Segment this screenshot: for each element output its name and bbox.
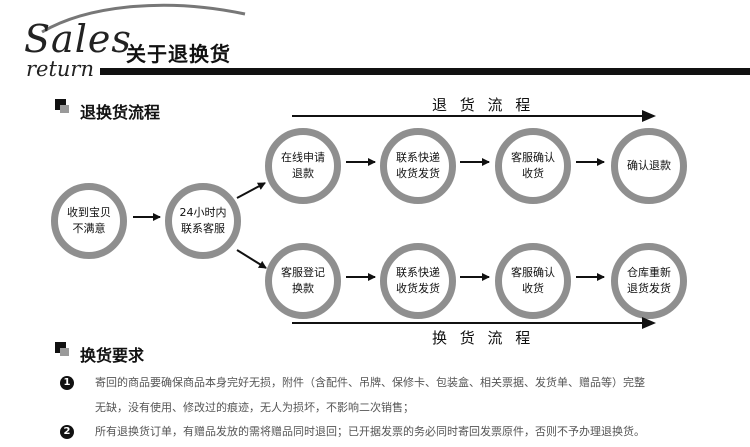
brand-sales-logo: Sales [24, 17, 132, 61]
requirement-number-badge: 2 [60, 425, 74, 439]
requirement-number-badge: 1 [60, 376, 74, 390]
node-line: 客服确认 [511, 151, 555, 164]
return-flow-line [292, 115, 644, 117]
node-line: 不满意 [72, 222, 106, 235]
brand-swoosh [41, 3, 246, 34]
node-line: 收到宝贝 [67, 206, 111, 219]
section-marker-icon [55, 99, 69, 113]
node-received-unsatisfied: 收到宝贝不满意 [51, 183, 127, 259]
exchange-flow-line [292, 322, 644, 324]
node-line: 联系客服 [181, 222, 225, 235]
node-apply-refund: 在线申请退款 [265, 128, 341, 204]
section-marker-icon [55, 342, 69, 356]
header-divider [100, 68, 750, 75]
node-line: 联系快递 [396, 151, 440, 164]
arrow-contact-to-return [236, 182, 266, 199]
return-flow-arrowhead-icon [642, 110, 656, 122]
node-confirm-refund: 确认退款 [611, 128, 687, 204]
arrow-contact-to-exchange [236, 249, 267, 269]
node-return-confirm-receipt: 客服确认收货 [495, 128, 571, 204]
node-line: 确认退款 [627, 159, 671, 172]
exchange-flow-arrowhead-icon [642, 317, 656, 329]
node-line: 收货 [522, 282, 544, 295]
node-line: 客服登记 [281, 266, 325, 279]
node-line: 24小时内 [179, 206, 227, 219]
node-warehouse-reship: 仓库重新退货发货 [611, 243, 687, 319]
requirement-1-line-2: 无缺，没有使用、修改过的痕迹，无人为损坏，不影响二次销售； [95, 401, 414, 414]
return-flow-label: 退 货 流 程 [432, 96, 535, 114]
node-line: 退款 [292, 167, 314, 180]
node-register-exchange: 客服登记换款 [265, 243, 341, 319]
node-exchange-courier: 联系快递收货发货 [380, 243, 456, 319]
page-title: 关于退换货 [126, 42, 231, 66]
brand-return-logo: return [26, 57, 94, 81]
requirement-2-line-1: 所有退换货订单，有赠品发放的需将赠品同时退回；已开据发票的务必同时寄回发票原件，… [95, 425, 645, 438]
node-line: 收货 [522, 167, 544, 180]
node-line: 收货发货 [396, 282, 440, 295]
exchange-flow-label: 换 货 流 程 [432, 329, 535, 347]
node-exchange-confirm-receipt: 客服确认收货 [495, 243, 571, 319]
node-line: 退货发货 [627, 282, 671, 295]
section-process-title: 退换货流程 [80, 103, 161, 122]
node-line: 客服确认 [511, 266, 555, 279]
node-line: 仓库重新 [627, 266, 671, 279]
section-requirements-title: 换货要求 [80, 346, 145, 365]
node-line: 在线申请 [281, 151, 325, 164]
node-line: 收货发货 [396, 167, 440, 180]
node-line: 联系快递 [396, 266, 440, 279]
node-return-courier: 联系快递收货发货 [380, 128, 456, 204]
node-contact-service-24h: 24小时内联系客服 [165, 183, 241, 259]
requirement-1-line-1: 寄回的商品要确保商品本身完好无损，附件（含配件、吊牌、保修卡、包装盒、相关票据、… [95, 376, 645, 389]
node-line: 换款 [292, 282, 314, 295]
